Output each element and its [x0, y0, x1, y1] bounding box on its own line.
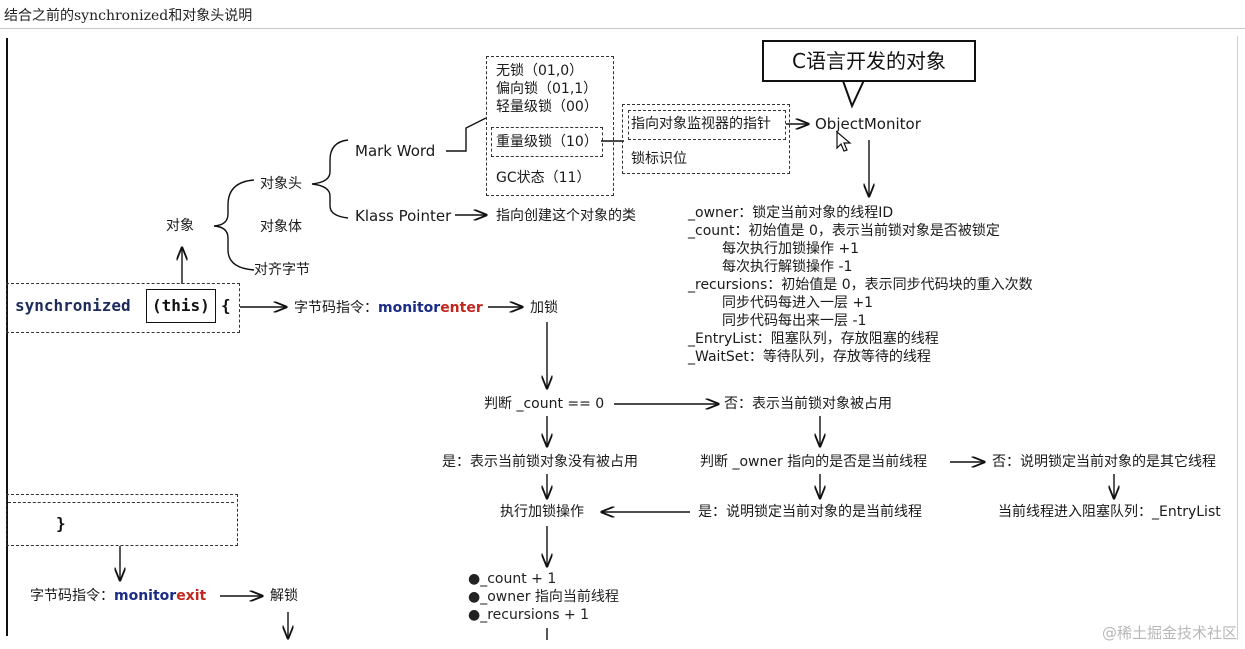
- unlock-result: 解锁: [270, 588, 298, 604]
- bullet-owner: ●_owner 指向当前线程: [468, 588, 619, 606]
- count-yes-step: 是：表示当前锁对象没有被占用: [442, 454, 638, 470]
- bullet-dot-icon: ●: [468, 571, 481, 587]
- field-recursions-exit: 同步代码每出来一层 -1: [722, 313, 867, 329]
- heavyweight-detail-box: [622, 104, 790, 174]
- field-count-unlock: 每次执行解锁操作 -1: [722, 259, 853, 275]
- bullet-dot-icon: ●: [468, 589, 481, 605]
- this-arg-box: [146, 289, 216, 323]
- open-brace: {: [221, 296, 231, 315]
- bullet-recursions-text: _recursions + 1: [480, 607, 590, 623]
- page-title: 结合之前的synchronized和对象头说明: [4, 8, 253, 24]
- enter-kw-monitor: monitor: [378, 300, 441, 316]
- this-arg: (this): [152, 296, 210, 315]
- monitor-pointer-box: [628, 110, 786, 140]
- object-padding-label: 对齐字节: [254, 262, 310, 278]
- field-owner: _owner：锁定当前对象的线程ID: [688, 205, 894, 221]
- synchronized-code-box: [6, 283, 240, 333]
- object-header-label: 对象头: [260, 176, 302, 192]
- check-owner-step: 判断 _owner 指向的是否是当前线程: [700, 454, 928, 470]
- bullet-count: ●_count + 1: [468, 570, 556, 588]
- closing-brace-box: [6, 494, 238, 546]
- enter-kw-enter: enter: [440, 300, 483, 316]
- check-count-step: 判断 _count == 0: [484, 396, 605, 412]
- closing-brace-inner-line: [8, 502, 234, 503]
- state-lightweight: 轻量级锁（00）: [496, 99, 598, 115]
- count-no-step: 否：表示当前锁对象被占用: [724, 396, 892, 412]
- do-lock-step: 执行加锁操作: [500, 504, 584, 520]
- state-gc: GC状态（11）: [496, 170, 591, 186]
- synchronized-keyword: synchronized: [15, 296, 131, 315]
- state-biased: 偏向锁（01,1）: [496, 81, 598, 97]
- klass-pointer-desc: 指向创建这个对象的类: [496, 208, 636, 224]
- exit-kw-monitor: monitor: [114, 588, 177, 604]
- monitor-pointer-label: 指向对象监视器的指针: [631, 116, 771, 132]
- lock-result: 加锁: [530, 300, 558, 316]
- watermark: @稀土掘金技术社区: [1101, 624, 1237, 642]
- bullet-count-text: _count + 1: [480, 571, 557, 587]
- mouse-cursor-icon: [836, 130, 852, 157]
- object-body-label: 对象体: [260, 219, 302, 235]
- object-label: 对象: [166, 218, 194, 234]
- bullet-recursions: ●_recursions + 1: [468, 606, 589, 624]
- object-monitor-label: ObjectMonitor: [815, 115, 921, 133]
- callout-text: C语言开发的对象: [792, 49, 946, 73]
- left-border-line: [6, 38, 8, 636]
- owner-yes-step: 是：说明锁定当前对象的是当前线程: [698, 504, 922, 520]
- field-count: _count：初始值是 0，表示当前锁对象是否被锁定: [688, 223, 1000, 239]
- mark-word-states-box: [486, 56, 614, 196]
- bullet-dot-icon: ●: [468, 607, 481, 623]
- state-lock-free: 无锁（01,0）: [496, 63, 584, 79]
- header-bar: 结合之前的synchronized和对象头说明: [0, 0, 1245, 29]
- bullet-owner-text: _owner 指向当前线程: [480, 589, 619, 605]
- exit-kw-exit: exit: [176, 588, 207, 604]
- owner-no-step: 否：说明锁定当前对象的是其它线程: [992, 454, 1216, 470]
- enter-prefix: 字节码指令：: [294, 300, 378, 316]
- field-recursions-enter: 同步代码每进入一层 +1: [722, 295, 874, 311]
- c-language-callout: C语言开发的对象: [762, 40, 976, 82]
- state-heavyweight: 重量级锁（10）: [496, 134, 598, 150]
- heavyweight-box: [491, 127, 603, 157]
- enter-bytecode-line: 字节码指令：monitorenter: [294, 299, 483, 317]
- field-entry-list: _EntryList：阻塞队列，存放阻塞的线程: [688, 331, 939, 347]
- field-recursions: _recursions：初始值是 0，表示同步代码块的重入次数: [688, 277, 1033, 293]
- field-wait-set: _WaitSet：等待队列，存放等待的线程: [688, 349, 931, 365]
- lock-flag-label: 锁标识位: [631, 151, 687, 167]
- exit-prefix: 字节码指令：: [30, 588, 114, 604]
- mark-word-label: Mark Word: [355, 142, 436, 160]
- enter-queue-step: 当前线程进入阻塞队列：_EntryList: [998, 504, 1221, 520]
- exit-bytecode-line: 字节码指令：monitorexit: [30, 587, 206, 605]
- klass-pointer-label: Klass Pointer: [355, 207, 452, 225]
- close-brace: }: [56, 514, 66, 533]
- right-border-line: [1237, 36, 1238, 640]
- field-count-lock: 每次执行加锁操作 +1: [722, 241, 860, 257]
